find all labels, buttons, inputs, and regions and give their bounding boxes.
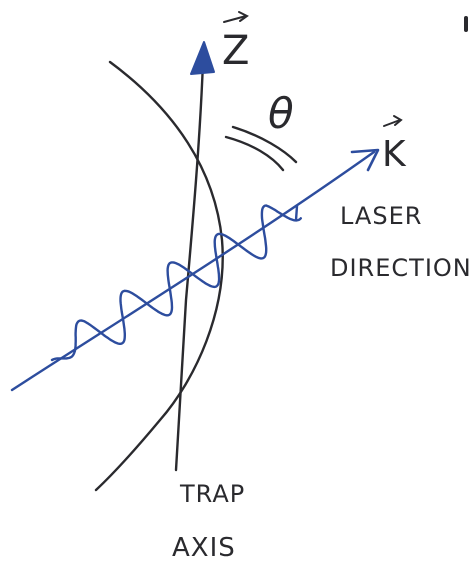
trap-axis-line bbox=[174, 60, 205, 472]
laser-direction-line bbox=[10, 150, 376, 392]
z-axis-label: Z bbox=[222, 28, 250, 74]
k-arrow-head bbox=[350, 148, 380, 172]
k-vector-label: K bbox=[382, 134, 407, 175]
wavefront-curve bbox=[94, 60, 224, 492]
z-arrow-head bbox=[190, 41, 215, 75]
trap-axis-label-line1: TRAP bbox=[179, 480, 245, 508]
laser-direction-label-line1: LASER bbox=[340, 202, 422, 230]
wave-end-tick bbox=[294, 204, 299, 222]
z-vector-arrow bbox=[223, 15, 247, 23]
laser-direction-label-line2: DIRECTION bbox=[330, 254, 471, 282]
k-vector-arrow-head bbox=[393, 115, 403, 126]
angle-arc-outer bbox=[231, 125, 298, 164]
trap-axis-label-line2: AXIS bbox=[172, 533, 236, 563]
k-vector-arrow bbox=[383, 119, 401, 127]
angle-arc-inner bbox=[224, 135, 285, 172]
z-vector-arrow-head bbox=[238, 11, 249, 22]
angle-label: θ bbox=[268, 89, 295, 138]
laser-wave bbox=[50, 204, 302, 362]
